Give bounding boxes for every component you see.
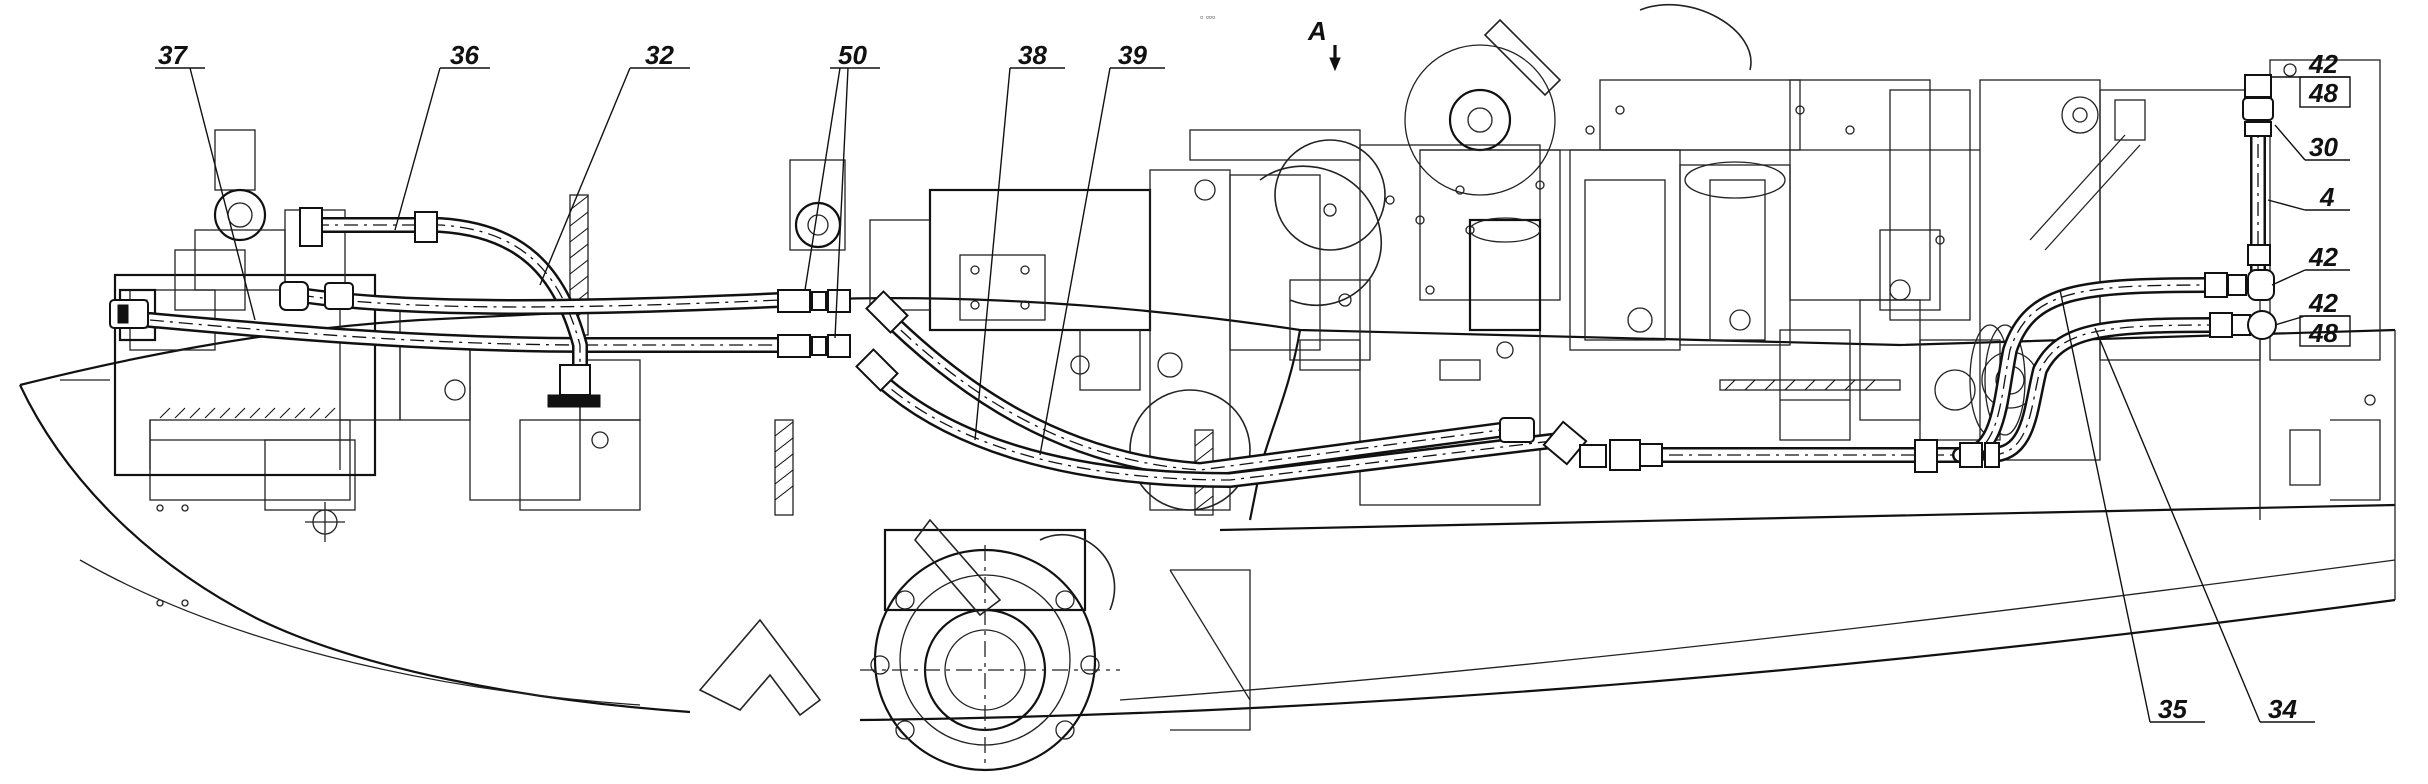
hose-fittings xyxy=(109,74,2277,473)
engine-block xyxy=(1404,44,1980,359)
callout-42-mid: 42 xyxy=(2308,242,2338,272)
hose-32 xyxy=(292,287,788,315)
callout-32: 32 xyxy=(645,40,674,70)
hose-34 xyxy=(1982,317,2223,463)
callout-50: 50 xyxy=(838,40,867,70)
view-label-a: A xyxy=(1307,16,1327,46)
callout-4: 4 xyxy=(2319,182,2335,212)
callout-48-low: 48 xyxy=(2308,318,2338,348)
hose-35 xyxy=(1952,277,2218,463)
callout-36: 36 xyxy=(450,40,479,70)
hose-36 xyxy=(307,217,588,378)
hose-37 xyxy=(142,312,788,353)
callout-38: 38 xyxy=(1018,40,1047,70)
hose-39 xyxy=(862,362,1568,488)
callout-30: 30 xyxy=(2309,132,2338,162)
hose-38 xyxy=(872,302,1508,478)
callout-39: 39 xyxy=(1118,40,1147,70)
callout-37: 37 xyxy=(158,40,188,70)
cooling-and-pulley xyxy=(1779,59,2381,461)
callout-48-top: 48 xyxy=(2308,78,2338,108)
callout-34: 34 xyxy=(2268,694,2297,724)
tiny-note: ▫ ▫▫▫ xyxy=(1200,12,1215,22)
callout-42-top: 42 xyxy=(2308,49,2338,79)
callout-labels: 37 36 32 50 38 39 42 48 30 4 42 42 48 35… xyxy=(158,12,2338,724)
callout-42-low: 42 xyxy=(2308,288,2338,318)
leader-lines xyxy=(155,45,2351,723)
watermark-outline xyxy=(698,4,1752,717)
rear-gearbox xyxy=(860,528,1251,772)
callout-35: 35 xyxy=(2158,694,2187,724)
